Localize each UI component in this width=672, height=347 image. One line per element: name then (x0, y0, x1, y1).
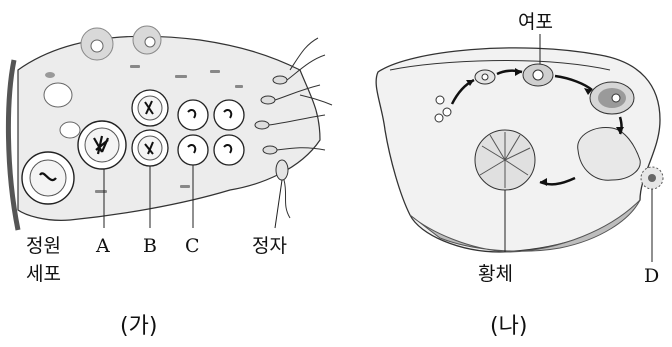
label-spermatogonium-line2: 세포 (26, 263, 61, 285)
sertoli-blob-2 (60, 122, 80, 138)
label-c: C (185, 235, 200, 257)
top-cell-2-nucleus (145, 37, 155, 47)
primordial-follicle-2 (443, 108, 451, 116)
ovulated-oocyte-d-nucleus (648, 174, 656, 182)
label-spermatogonium-line1: 정원 (26, 235, 61, 257)
sertoli-blob-1 (44, 83, 72, 107)
primordial-follicle-1 (436, 96, 444, 104)
cell-c-4 (214, 135, 244, 165)
caption-na: (나) (490, 314, 527, 339)
panel-na-illustration: 여포 황체 D (나) (376, 11, 663, 339)
cell-c-1 (178, 100, 208, 130)
label-follicle: 여포 (518, 11, 553, 33)
sperm-cell (276, 160, 288, 180)
sperm-head-3 (263, 146, 277, 154)
cell-c-2 (214, 100, 244, 130)
caption-ga: (가) (120, 314, 157, 339)
follicle-oocyte (533, 70, 543, 80)
secondary-follicle-oocyte (612, 94, 620, 102)
label-b: B (143, 235, 157, 257)
label-a: A (95, 235, 110, 257)
basement-membrane (8, 60, 18, 230)
sperm-head-4 (273, 76, 287, 84)
primary-follicle-oocyte (482, 74, 488, 80)
label-d: D (644, 265, 659, 287)
top-cell-1-nucleus (91, 40, 103, 52)
sertoli-blob-3 (45, 72, 55, 78)
primordial-follicle-3 (435, 114, 443, 122)
sperm-head-1 (261, 96, 275, 104)
label-corpus-luteum: 황체 (478, 263, 513, 285)
panel-ga-illustration: 정원 세포 A B C 정자 (가) (8, 26, 332, 339)
label-sperm: 정자 (252, 235, 287, 257)
sperm-cell-tail (284, 180, 290, 218)
cell-c-3 (178, 135, 208, 165)
sperm-head-2 (255, 121, 269, 129)
